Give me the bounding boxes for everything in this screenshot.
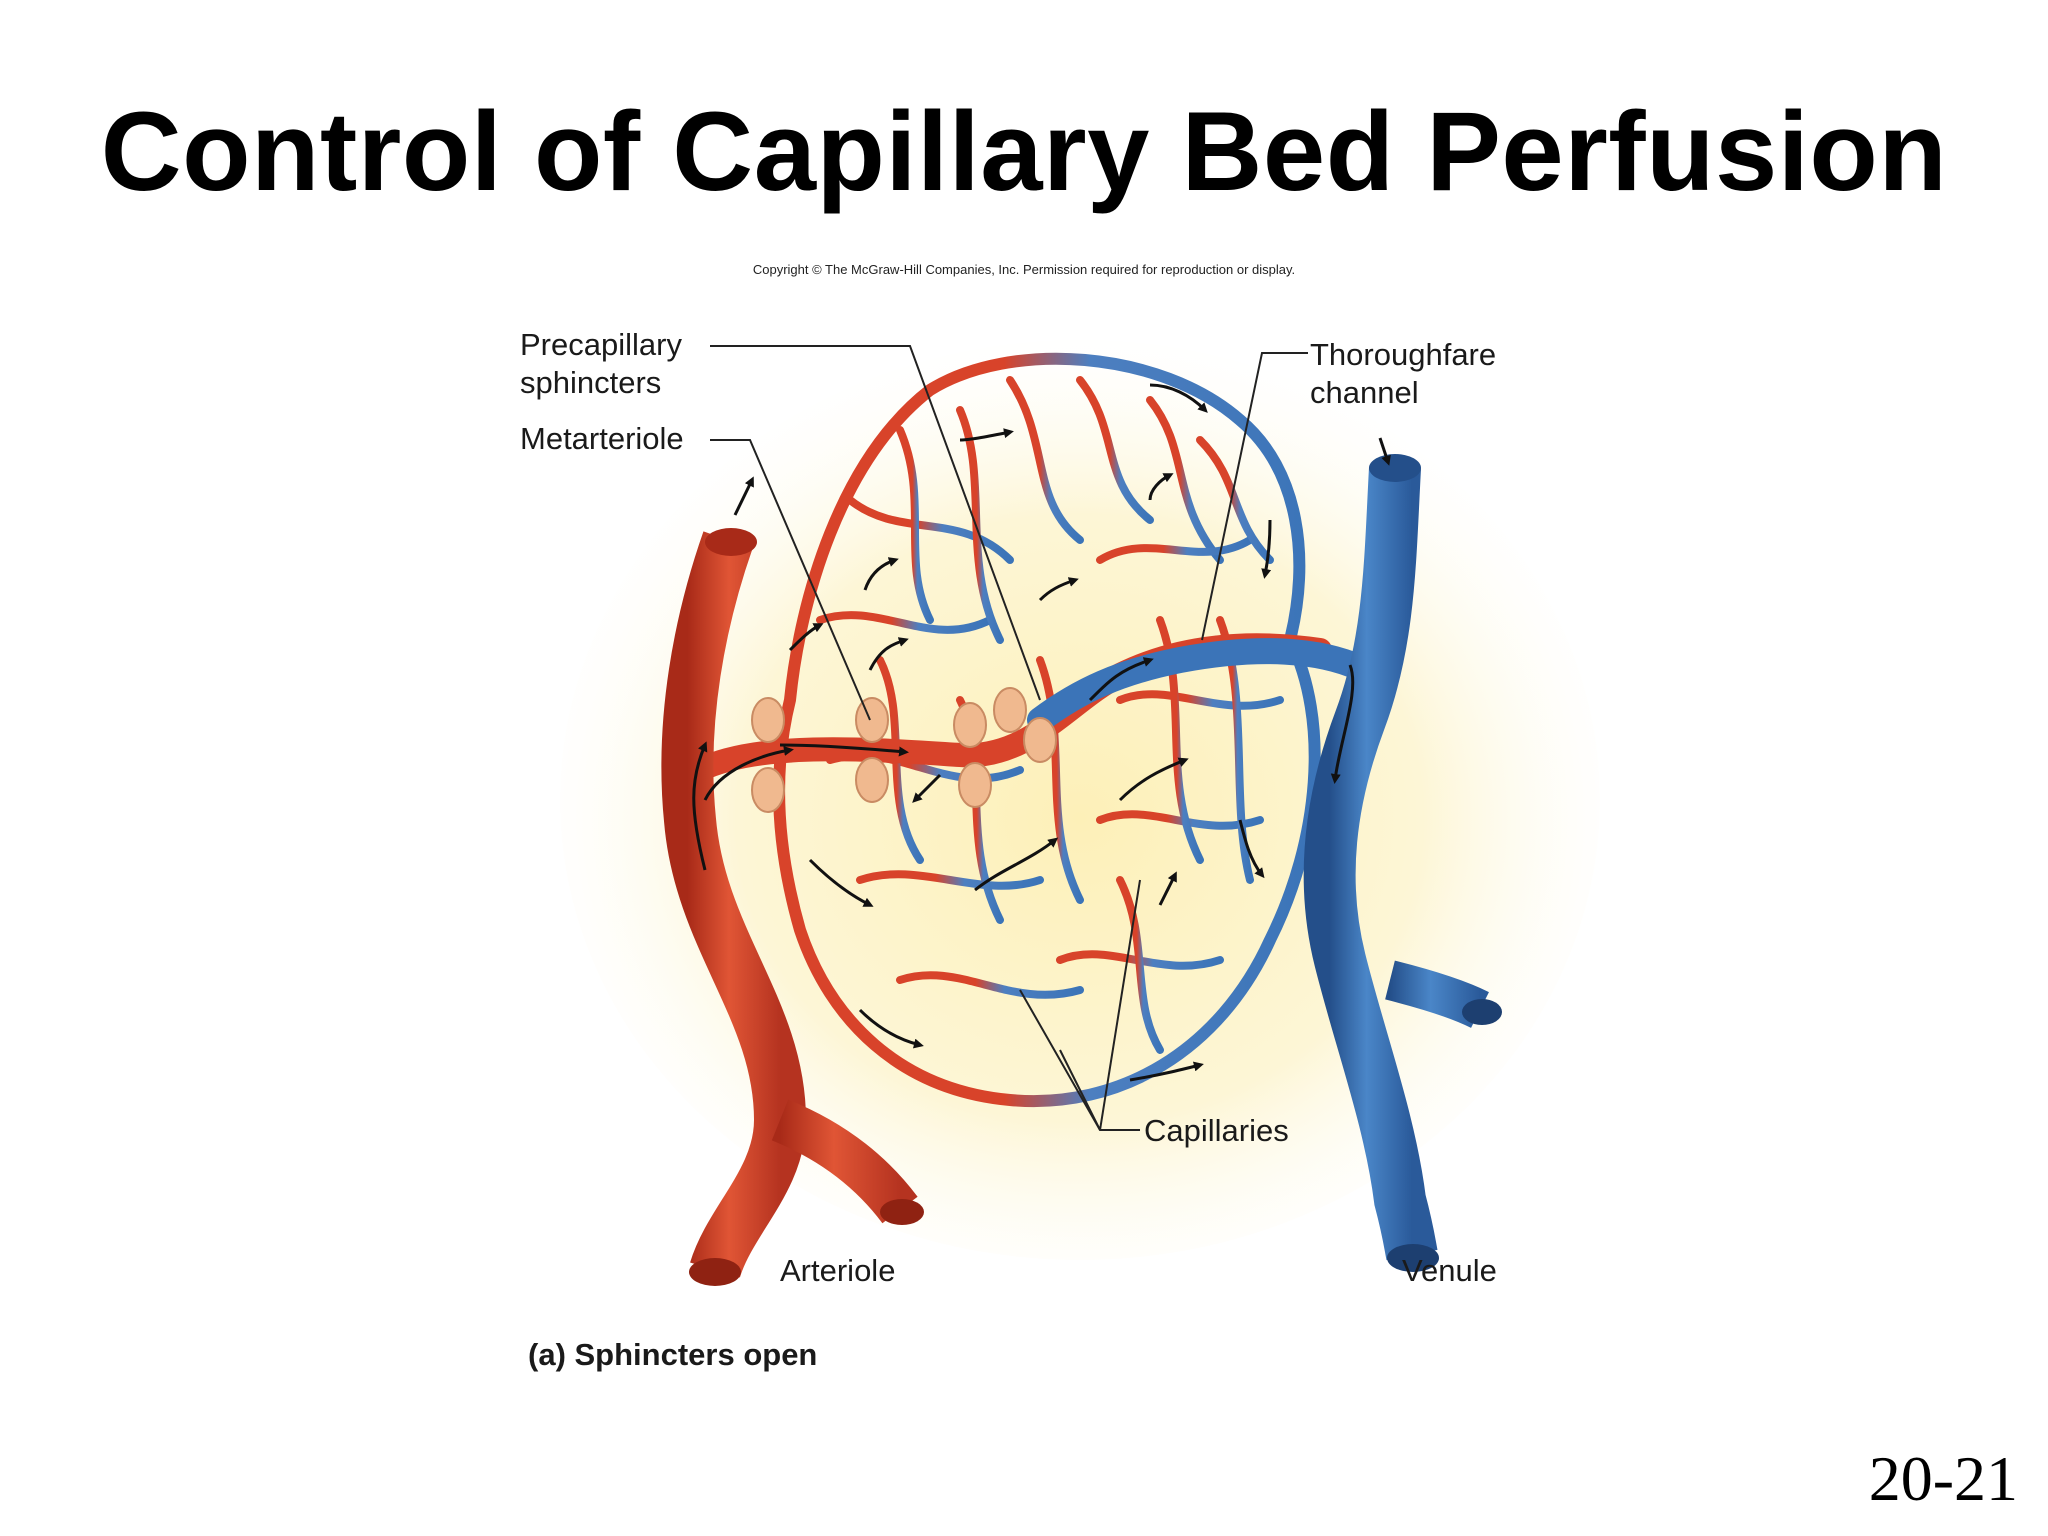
label-thoroughfare-line1: Thoroughfare xyxy=(1310,337,1497,372)
slide-number: 20-21 xyxy=(1868,1443,2018,1514)
label-precapillary-line1: Precapillary xyxy=(520,327,682,362)
background-glow xyxy=(560,340,1600,1260)
label-venule: Venule xyxy=(1402,1253,1497,1288)
label-metarteriole: Metarteriole xyxy=(520,421,684,456)
venule-vessel xyxy=(1303,454,1502,1272)
arteriole-vessel xyxy=(661,528,924,1286)
copyright-notice: Copyright © The McGraw-Hill Companies, I… xyxy=(752,262,1296,277)
label-thoroughfare-channel: Thoroughfare channel xyxy=(1310,336,1496,412)
thoroughfare-channel-vessel xyxy=(1027,638,1373,733)
label-precapillary-line2: sphincters xyxy=(520,365,662,400)
label-precapillary-sphincters: Precapillary sphincters xyxy=(520,326,682,402)
label-capillaries: Capillaries xyxy=(1144,1113,1289,1148)
slide-title: Control of Capillary Bed Perfusion xyxy=(100,89,1948,214)
precapillary-sphincters xyxy=(751,687,1057,813)
flow-arrows xyxy=(692,383,1391,1082)
figure-caption: (a) Sphincters open xyxy=(528,1337,818,1372)
label-arteriole: Arteriole xyxy=(780,1253,896,1288)
label-thoroughfare-line2: channel xyxy=(1310,375,1419,410)
leader-lines xyxy=(710,345,1308,1131)
